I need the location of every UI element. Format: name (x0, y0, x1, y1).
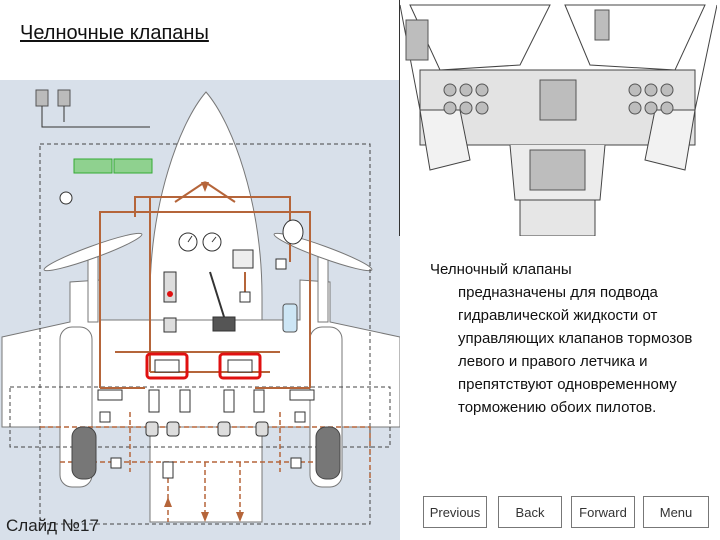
slide-number: Слайд №17 (6, 516, 99, 535)
hydraulic-reservoir-icon (232, 219, 304, 333)
forward-button[interactable]: Forward (571, 496, 635, 528)
slide-title: Челночные клапаны (20, 22, 209, 44)
menu-button[interactable]: Menu (643, 496, 709, 528)
description-body: предназначены для подвода гидравлической… (458, 284, 693, 416)
cockpit-instruments (405, 9, 674, 191)
shuttle-valve-highlights (145, 352, 262, 380)
switch-panel (35, 89, 153, 205)
description-text: Челночный клапаны предназначены для подв… (430, 258, 710, 419)
description-first-line: Челночный клапаны (430, 261, 572, 278)
wheel-icon (71, 426, 341, 480)
pressure-gauge-icon (178, 232, 222, 252)
brake-valves (97, 258, 315, 479)
previous-button[interactable]: Previous (423, 496, 487, 528)
dashed-outlines (9, 143, 391, 525)
back-button[interactable]: Back (498, 496, 562, 528)
cockpit-illustration (399, 0, 717, 236)
brake-lever-icon (163, 271, 236, 333)
hydraulic-schematic-diagram (1, 89, 400, 525)
flow-arrows (164, 182, 244, 522)
